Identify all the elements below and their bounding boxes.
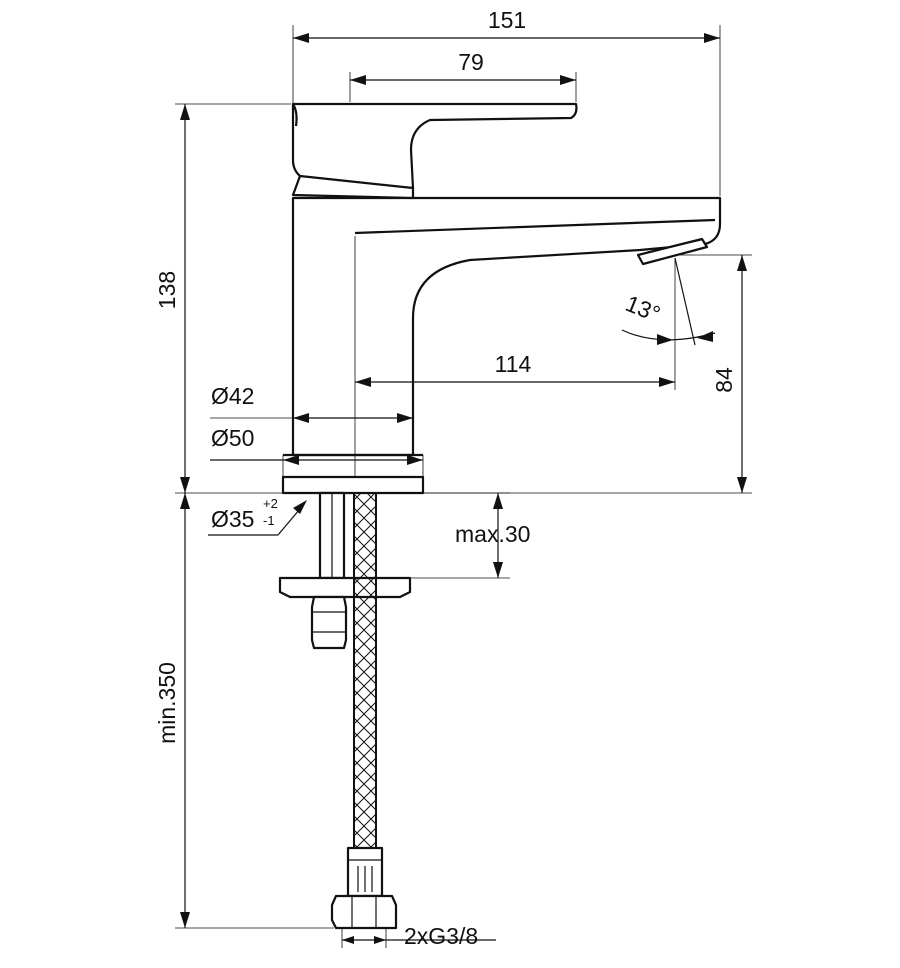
dimension-hole-diameter: Ø35 — [211, 506, 254, 532]
dimension-connection-thread: 2xG3/8 — [404, 923, 478, 949]
faucet-body — [291, 196, 722, 457]
dimension-body-diameter: Ø42 — [211, 383, 254, 409]
dimension-lines — [175, 25, 752, 948]
dimension-spout-reach: 114 — [495, 351, 532, 377]
hole-tolerance-upper: +2 — [263, 496, 278, 511]
base-plate — [281, 475, 425, 495]
hole-tolerance-lower: -1 — [263, 513, 275, 528]
dimension-spout-height: 84 — [711, 367, 737, 393]
braided-hose — [353, 492, 377, 849]
dimension-labels: 151 79 138 114 84 13° Ø42 Ø50 Ø35 +2 -1 … — [154, 7, 737, 949]
faucet-outline — [278, 102, 722, 930]
dimension-height: 138 — [154, 271, 180, 309]
dimension-overall-width: 151 — [488, 7, 526, 33]
lever-handle — [291, 102, 578, 190]
mounting-nut — [310, 595, 348, 650]
dimension-spout-angle: 13° — [622, 290, 664, 327]
mounting-plate — [278, 576, 412, 599]
cartridge-cap — [291, 174, 415, 200]
dimension-base-diameter: Ø50 — [211, 425, 254, 451]
dimension-deck-thickness: max.30 — [455, 521, 530, 547]
spout-line — [354, 218, 716, 235]
dimension-hose-length: min.350 — [154, 662, 180, 744]
dimension-lever-length: 79 — [458, 49, 484, 75]
connection-nut — [330, 894, 398, 930]
